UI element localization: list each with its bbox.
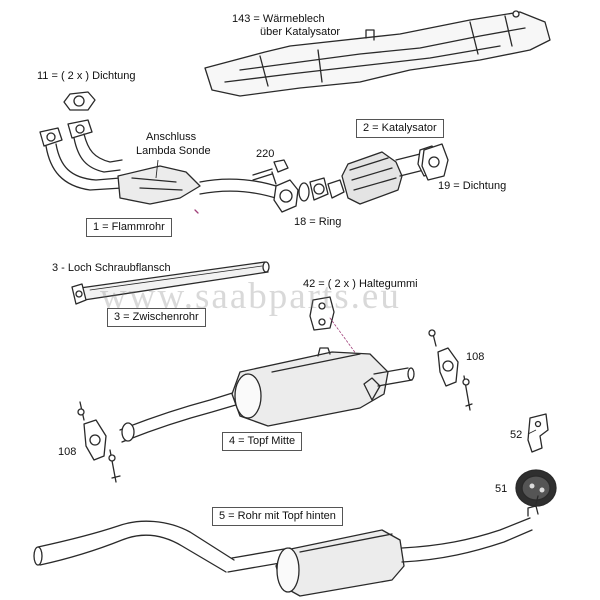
lambda-sensor-label: Anschluss Lambda Sonde	[136, 130, 211, 158]
center-muffler-label: 4 = Topf Mitte	[222, 432, 303, 451]
gasket-11	[63, 91, 96, 111]
intermediate-pipe	[71, 261, 270, 305]
clamp-108-left	[77, 401, 121, 483]
heat-shield	[204, 10, 551, 97]
clamp-left-label: 108	[58, 446, 77, 458]
bracket-52	[527, 413, 549, 453]
heat-shield-label-line2: über Katalysator	[260, 26, 341, 38]
lambda-sensor-label-line2: Lambda Sonde	[136, 145, 211, 157]
rubber-ring-51-label: 51	[495, 483, 508, 495]
flame-pipe-label: 1 = Flammrohr	[86, 218, 172, 237]
catalyst-label: 2 = Katalysator	[356, 119, 444, 138]
leader-line-lambda	[155, 159, 159, 179]
flame-pipe	[39, 119, 283, 214]
leader-line-52	[527, 429, 537, 435]
rubber-mount-label: 42 = ( 2 x ) Haltegummi	[303, 278, 418, 290]
intermediate-pipe-label: 3 = Zwischenrohr	[107, 308, 206, 327]
clamp-right-label: 108	[466, 351, 485, 363]
bracket-52-label: 52	[510, 429, 523, 441]
hole-flange-label: 3 - Loch Schraubflansch	[52, 262, 171, 274]
gasket-11-label: 11 = ( 2 x ) Dichtung	[37, 70, 136, 82]
ring-18	[273, 177, 329, 213]
rubber-mount-42	[309, 296, 379, 385]
gasket-19	[421, 143, 449, 181]
rear-pipe-label: 5 = Rohr mit Topf hinten	[212, 507, 343, 526]
clamp-108-right	[428, 329, 473, 411]
heat-shield-label: 143 = Wärmeblech über Katalysator	[232, 13, 340, 39]
bolt-220	[252, 159, 289, 185]
rear-pipe-with-muffler	[33, 495, 539, 597]
rubber-ring-51	[515, 469, 557, 507]
lambda-sensor-label-line1: Anschluss	[146, 131, 197, 143]
center-muffler	[119, 347, 415, 443]
ring-label: 18 = Ring	[294, 216, 342, 228]
gasket-19-label: 19 = Dichtung	[438, 180, 507, 192]
bolt-220-label: 220	[256, 148, 275, 160]
heat-shield-label-line1: 143 = Wärmeblech	[232, 13, 325, 25]
